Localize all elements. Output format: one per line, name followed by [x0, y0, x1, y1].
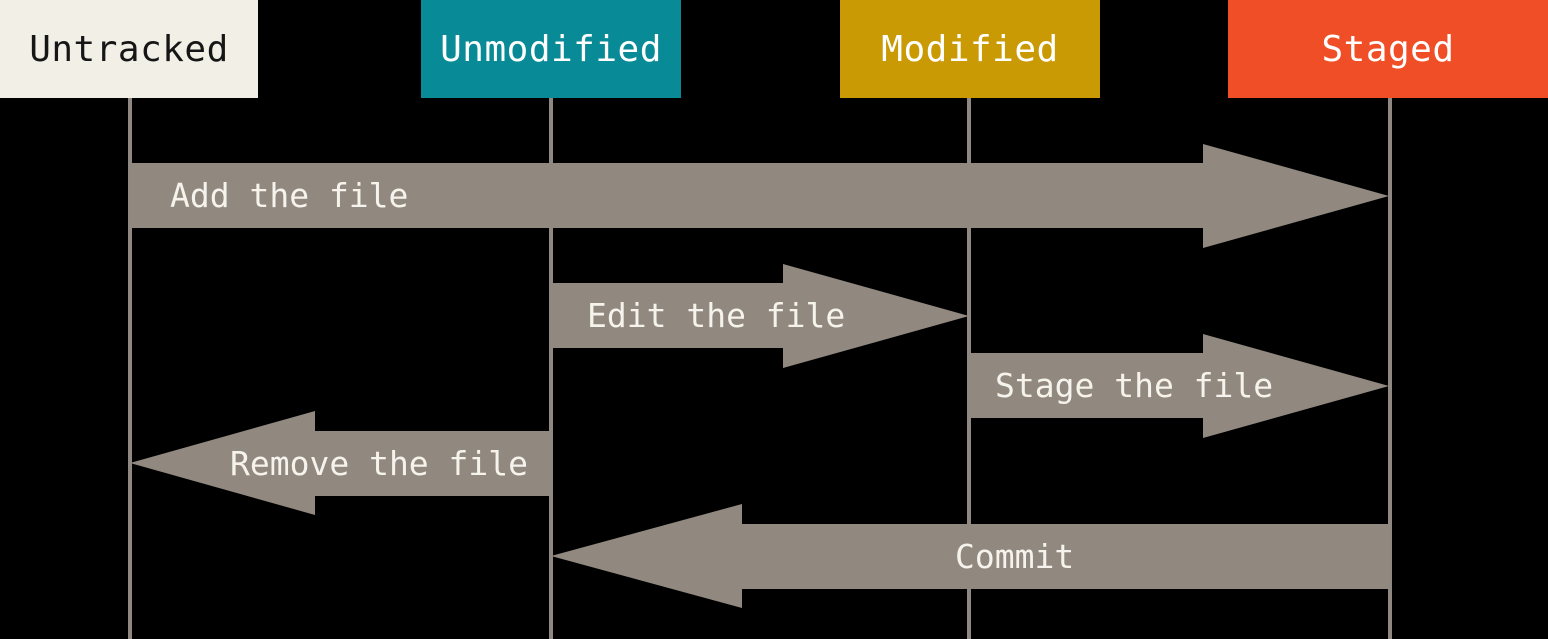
arrow-label-add-the-file: Add the file — [170, 176, 409, 215]
arrow-right-icon — [1203, 144, 1389, 248]
state-label-untracked: Untracked — [29, 28, 229, 70]
state-label-modified: Modified — [881, 28, 1059, 70]
arrow-right-icon — [1203, 334, 1389, 438]
arrow-label-commit: Commit — [955, 537, 1075, 576]
arrow-label-remove-the-file: Remove the file — [230, 444, 529, 483]
lifeline-unmodified — [549, 98, 553, 639]
state-label-unmodified: Unmodified — [440, 28, 662, 70]
arrow-edit-the-file-shaft — [551, 283, 783, 348]
state-box-untracked: Untracked — [0, 0, 258, 98]
arrow-left-icon — [551, 504, 742, 608]
arrow-remove-the-file-shaft — [315, 431, 551, 496]
arrow-commit-shaft — [742, 524, 1390, 589]
arrow-right-icon — [783, 264, 969, 368]
arrow-left-icon — [130, 411, 315, 515]
arrow-stage-the-file-shaft — [969, 353, 1203, 418]
lifeline-untracked — [128, 98, 132, 639]
state-box-modified: Modified — [840, 0, 1100, 98]
arrow-label-edit-the-file: Edit the file — [587, 296, 846, 335]
state-label-staged: Staged — [1321, 28, 1455, 70]
lifeline-staged — [1388, 98, 1392, 639]
arrow-add-the-file-shaft — [130, 163, 1203, 228]
state-box-staged: Staged — [1228, 0, 1548, 98]
state-box-unmodified: Unmodified — [421, 0, 681, 98]
arrow-label-stage-the-file: Stage the file — [995, 366, 1274, 405]
